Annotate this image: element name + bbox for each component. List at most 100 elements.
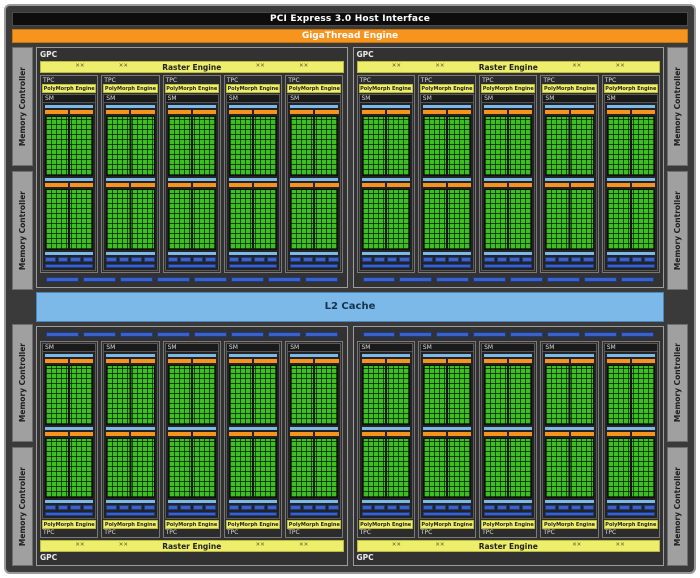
l2-slice-segment: [267, 331, 301, 337]
sm-body: [288, 103, 340, 270]
warp-scheduler-bar: [447, 431, 472, 436]
texture-unit-segment: [606, 256, 618, 262]
sm-block: SM: [419, 342, 475, 519]
l2-slice-strip: [40, 275, 344, 284]
warp-scheduler-bar: [228, 183, 253, 188]
warp-scheduler-bar: [70, 431, 94, 436]
tpc-block: TPC PolyMorph Engine SM: [223, 75, 283, 273]
sm-block: SM: [481, 94, 536, 271]
shared-memory-bar: [45, 512, 94, 516]
texture-unit-segment: [144, 505, 155, 510]
tpc-label: TPC: [43, 529, 55, 536]
warp-scheduler-bar: [570, 110, 594, 114]
memory-controller-bar: Memory Controller: [12, 447, 33, 566]
warp-scheduler-bar: [315, 431, 339, 436]
polymorph-engine-bar: PolyMorph Engine: [225, 84, 281, 93]
warp-scheduler-bar: [70, 183, 94, 188]
register-file-bar: [422, 500, 472, 503]
instruction-cache-bar: [45, 353, 94, 357]
texture-unit-row: [606, 505, 655, 510]
gpc-label: GPC: [40, 50, 58, 59]
shared-memory-bar: [545, 512, 594, 516]
cuda-core-grid: [422, 116, 472, 177]
sm-body: [43, 103, 95, 270]
texture-unit-segment: [118, 505, 130, 510]
cuda-core-grid: [545, 116, 594, 177]
texture-unit-segment: [386, 256, 398, 262]
tpc-block: TPC PolyMorph Engine SM: [101, 340, 160, 538]
texture-unit-segment: [302, 256, 314, 262]
cuda-core-grid: [167, 364, 216, 425]
register-file-bar: [106, 178, 155, 182]
sm-block: SM: [419, 94, 475, 271]
warp-scheduler-bar: [606, 110, 630, 114]
sm-block: SM: [358, 94, 413, 271]
texture-unit-segment: [509, 505, 520, 510]
l2-slice-segment: [119, 331, 153, 337]
register-file-bar: [228, 178, 278, 182]
warp-scheduler-bar: [570, 183, 594, 188]
raster-crossbar-icon: ✕✕: [572, 63, 582, 70]
shared-memory-bar: [106, 263, 155, 268]
warp-scheduler-bar: [106, 358, 130, 363]
texture-unit-segment: [496, 256, 508, 262]
sm-label: SM: [288, 343, 341, 352]
memory-controller-label: Memory Controller: [18, 66, 27, 146]
cuda-core-grid: [361, 189, 410, 250]
warp-scheduler-bar: [254, 110, 278, 114]
sm-block: SM: [225, 342, 281, 519]
memory-controller-label: Memory Controller: [18, 467, 27, 547]
tpc-label: TPC: [604, 77, 617, 84]
sm-body: [227, 103, 279, 270]
sm-label: SM: [104, 95, 157, 103]
tpc-block: TPC PolyMorph Engine SM: [162, 75, 221, 273]
sm-label: SM: [359, 95, 412, 103]
tpc-label: TPC: [43, 77, 55, 84]
polymorph-engine-bar: PolyMorph Engine: [358, 520, 413, 529]
register-file-bar: [167, 178, 216, 182]
warp-scheduler-bar: [192, 358, 216, 363]
texture-unit-segment: [290, 256, 301, 262]
sm-label: SM: [604, 95, 657, 103]
warp-scheduler-row: [228, 110, 278, 114]
texture-unit-row: [45, 256, 94, 262]
die-main-area: Memory Controller Memory Controller Memo…: [12, 47, 688, 566]
tpc-label: TPC: [226, 77, 239, 84]
memory-controller-label: Memory Controller: [18, 190, 27, 270]
texture-unit-segment: [545, 505, 556, 510]
register-file-bar: [361, 500, 410, 503]
texture-unit-row: [167, 505, 216, 510]
warp-scheduler-row: [422, 358, 472, 363]
memory-controller-bar: Memory Controller: [667, 47, 688, 166]
texture-unit-segment: [435, 256, 446, 262]
polymorph-engine-bar: PolyMorph Engine: [481, 84, 536, 93]
texture-unit-row: [290, 256, 339, 262]
pci-express-host-interface-bar: PCI Express 3.0 Host Interface: [12, 12, 688, 26]
texture-unit-segment: [422, 256, 434, 262]
polymorph-engine-bar: PolyMorph Engine: [542, 84, 597, 93]
texture-unit-segment: [241, 256, 253, 262]
raster-crossbar-icon: ✕✕: [75, 63, 85, 70]
tpc-block: TPC PolyMorph Engine SM: [223, 340, 283, 538]
tpc-block: TPC PolyMorph Engine SM: [285, 340, 344, 538]
sm-block: SM: [542, 94, 597, 271]
die-center-area: GPC ✕✕ ✕✕ Raster Engine ✕✕ ✕✕ TPC PolyMo…: [36, 47, 664, 566]
register-file-bar: [484, 251, 533, 255]
l2-slice-segment: [46, 276, 79, 282]
texture-unit-segment: [484, 256, 495, 262]
raster-crossbar-icon: ✕✕: [255, 542, 265, 549]
tpc-block: TPC PolyMorph Engine SM: [40, 340, 99, 538]
register-file-bar: [45, 178, 94, 182]
tpc-block: TPC PolyMorph Engine SM: [540, 340, 599, 538]
memory-controller-bar: Memory Controller: [667, 170, 688, 290]
warp-scheduler-row: [290, 110, 339, 114]
warp-scheduler-bar: [631, 183, 655, 188]
tpc-label: TPC: [104, 77, 116, 84]
warp-scheduler-bar: [606, 431, 630, 436]
warp-scheduler-bar: [45, 110, 69, 114]
warp-scheduler-row: [45, 358, 94, 363]
texture-unit-segment: [290, 505, 301, 510]
texture-unit-segment: [631, 256, 643, 262]
warp-scheduler-row: [422, 183, 472, 188]
l2-slice-segment: [436, 331, 470, 337]
